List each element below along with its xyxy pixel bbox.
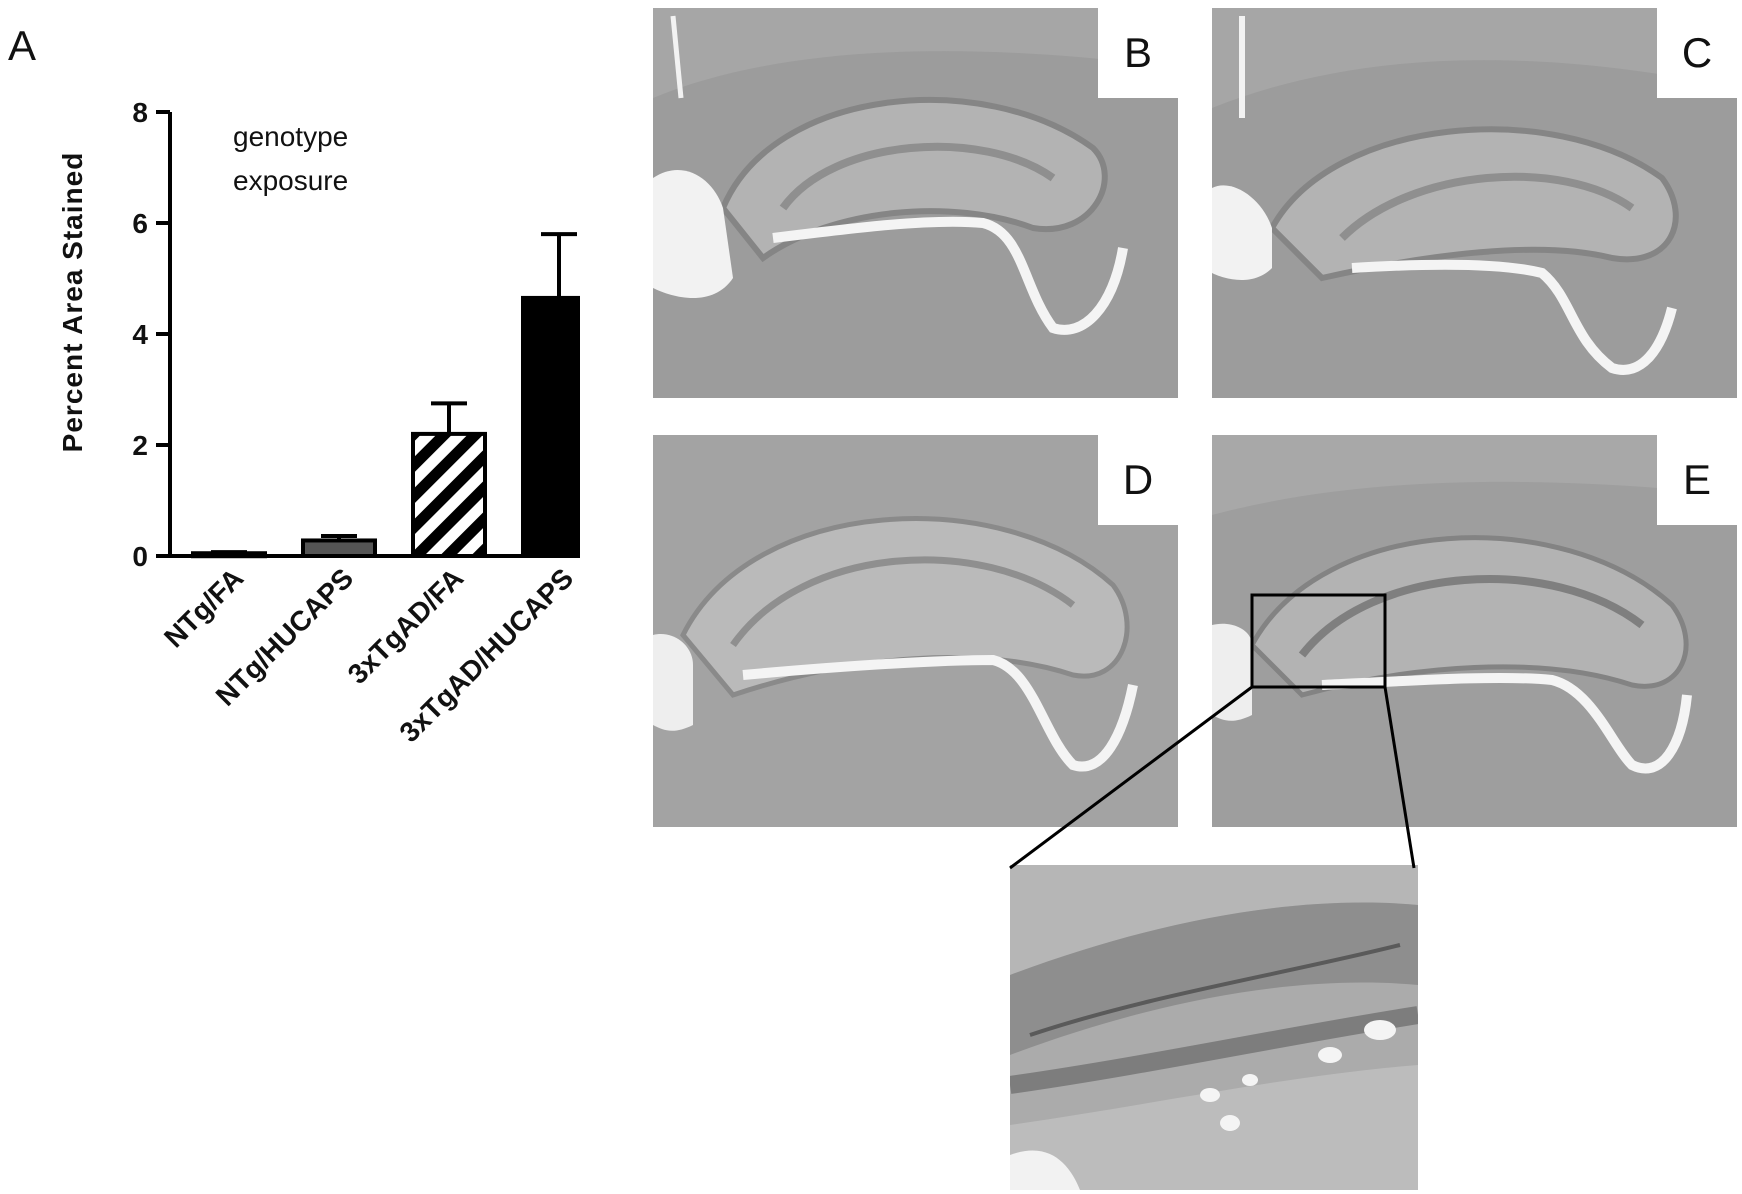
x-tick-label: NTg/FA (158, 562, 249, 653)
y-tick-label: 8 (132, 97, 148, 128)
hippocampus-inset-image (1010, 865, 1418, 1190)
bar-3xtgad-fa (411, 431, 487, 558)
panel-label-a: A (8, 22, 37, 69)
micrograph-d: D (653, 435, 1178, 827)
y-axis-label: Percent Area Stained (57, 152, 88, 453)
y-tick-label: 0 (132, 541, 148, 572)
panel-label-d: D (1098, 435, 1178, 525)
hippocampus-image-c (1212, 8, 1737, 398)
bar-3xtgad-hucaps (521, 295, 580, 558)
micrograph-b: B (653, 8, 1178, 398)
annotation-exposure: exposure (233, 165, 348, 196)
panel-label-c: C (1657, 8, 1737, 98)
micrograph-e: E (1212, 435, 1737, 827)
panel-label-e: E (1657, 435, 1737, 525)
micrograph-inset (1010, 865, 1418, 1190)
y-tick-label: 4 (132, 319, 148, 350)
zoom-region-box (1250, 593, 1387, 689)
y-tick-label: 6 (132, 208, 148, 239)
bar-ntg-fa (191, 551, 267, 559)
hippocampus-image-b (653, 8, 1178, 398)
panel-label-b: B (1098, 8, 1178, 98)
hippocampus-image-e (1212, 435, 1737, 827)
y-tick-label: 2 (132, 430, 148, 461)
micrograph-c: C (1212, 8, 1737, 398)
annotation-genotype: genotype (233, 121, 348, 152)
bar-ntg-hucaps (301, 538, 377, 559)
